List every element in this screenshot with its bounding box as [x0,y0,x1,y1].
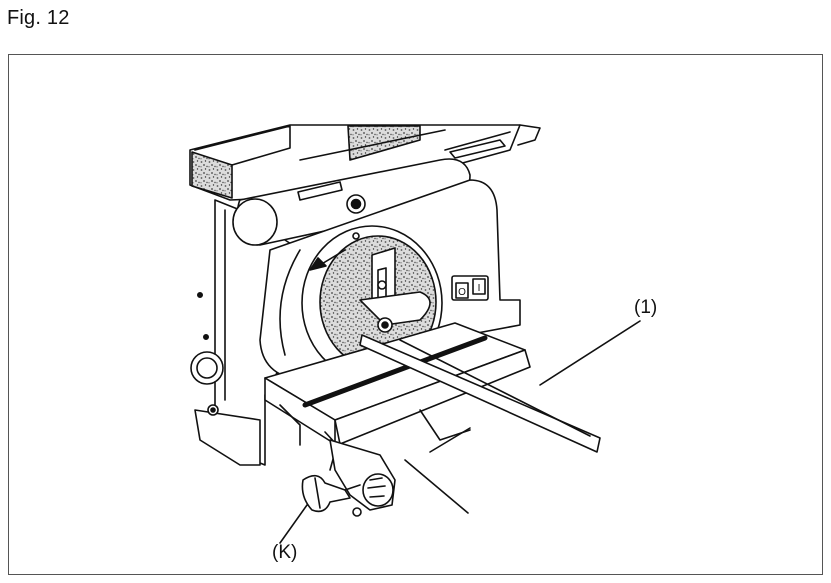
work-table [264,322,531,471]
switch-off-symbol: O [458,287,466,298]
figure-caption: Fig. 12 [7,7,70,29]
switch-panel [451,275,489,301]
table-bracket [329,439,396,517]
belt-roller [232,158,471,246]
locking-knob-k [301,474,361,513]
callout-label-1: (1) [634,297,658,318]
leader-line-table [404,459,469,514]
figure-frame [8,54,823,575]
belt-sander-unit [189,124,541,201]
callout-label-k: (K) [272,542,298,563]
mitre-gauge [359,247,601,453]
leader-line-k [279,504,308,544]
switch-on-symbol: I [478,283,481,294]
leader-line-1 [539,320,641,386]
